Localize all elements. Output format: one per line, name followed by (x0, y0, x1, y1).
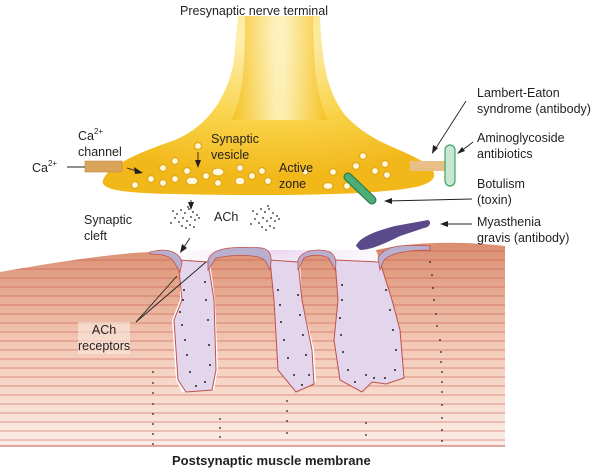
t-tubule-dots (152, 261, 443, 445)
label-botulism-line2: (toxin) (477, 193, 512, 207)
postsynaptic-muscle (0, 242, 505, 447)
presynaptic-ca-channel-right (410, 161, 446, 171)
ach-receptors-dots (179, 281, 397, 387)
presynaptic-nerve-terminal (102, 16, 435, 196)
label-ca-ion-sup: 2+ (47, 159, 58, 168)
ach-molecules (170, 205, 280, 231)
label-lambert-eaton: Lambert-Eaton syndrome (antibody) (477, 85, 591, 117)
label-myasthenia-gravis-line1: Myasthenia (477, 215, 541, 229)
label-synaptic-vesicle: Synaptic vesicle (211, 131, 259, 163)
label-aminoglycoside: Aminoglycoside antibiotics (477, 130, 565, 162)
title-presynaptic-nerve-terminal: Presynaptic nerve terminal (180, 4, 328, 18)
label-active-zone: Active zone (279, 160, 313, 192)
label-active-zone-line2: zone (279, 177, 307, 191)
label-ca-ion: Ca2+ (32, 160, 57, 176)
footer-postsynaptic-muscle-membrane: Postsynaptic muscle membrane (172, 453, 371, 468)
label-synaptic-cleft-line1: Synaptic (84, 213, 132, 227)
synaptic-vesicles (130, 141, 392, 191)
junctional-folds (173, 259, 405, 393)
label-synaptic-cleft: Synaptic cleft (84, 212, 132, 244)
label-ach-receptors-line1: ACh (91, 323, 117, 337)
label-ach-receptors-line2: receptors (78, 339, 131, 353)
label-ca-channel-sup: 2+ (93, 127, 104, 136)
label-botulism-line1: Botulism (477, 177, 525, 191)
label-ca-channel: Ca2+ channel (78, 128, 122, 160)
ca-channel (84, 160, 123, 173)
label-synaptic-vesicle-line2: vesicle (211, 148, 250, 162)
label-aminoglycoside-line2: antibiotics (477, 147, 533, 161)
aminoglycoside-marker (444, 144, 456, 187)
myasthenia-antibody-marker (356, 220, 431, 250)
label-synaptic-cleft-line2: cleft (84, 229, 107, 243)
label-aminoglycoside-line1: Aminoglycoside (477, 131, 565, 145)
label-active-zone-line1: Active (279, 161, 314, 175)
label-synaptic-vesicle-line1: Synaptic (211, 132, 259, 146)
label-myasthenia-gravis: Myasthenia gravis (antibody) (477, 214, 569, 246)
label-lambert-eaton-line2: syndrome (antibody) (477, 102, 591, 116)
label-ach: ACh (214, 210, 239, 224)
label-botulism: Botulism (toxin) (477, 176, 525, 208)
fold-caps (149, 244, 431, 274)
label-myasthenia-gravis-line2: gravis (antibody) (477, 231, 570, 245)
arrowheads (134, 145, 465, 253)
label-ca-ion-text: Ca (32, 161, 48, 175)
label-lambert-eaton-line1: Lambert-Eaton (477, 86, 560, 100)
label-ach-receptors: ACh receptors (78, 322, 131, 354)
label-ca-channel-line2: channel (78, 145, 122, 159)
label-ca-channel-line1: Ca (78, 129, 94, 143)
